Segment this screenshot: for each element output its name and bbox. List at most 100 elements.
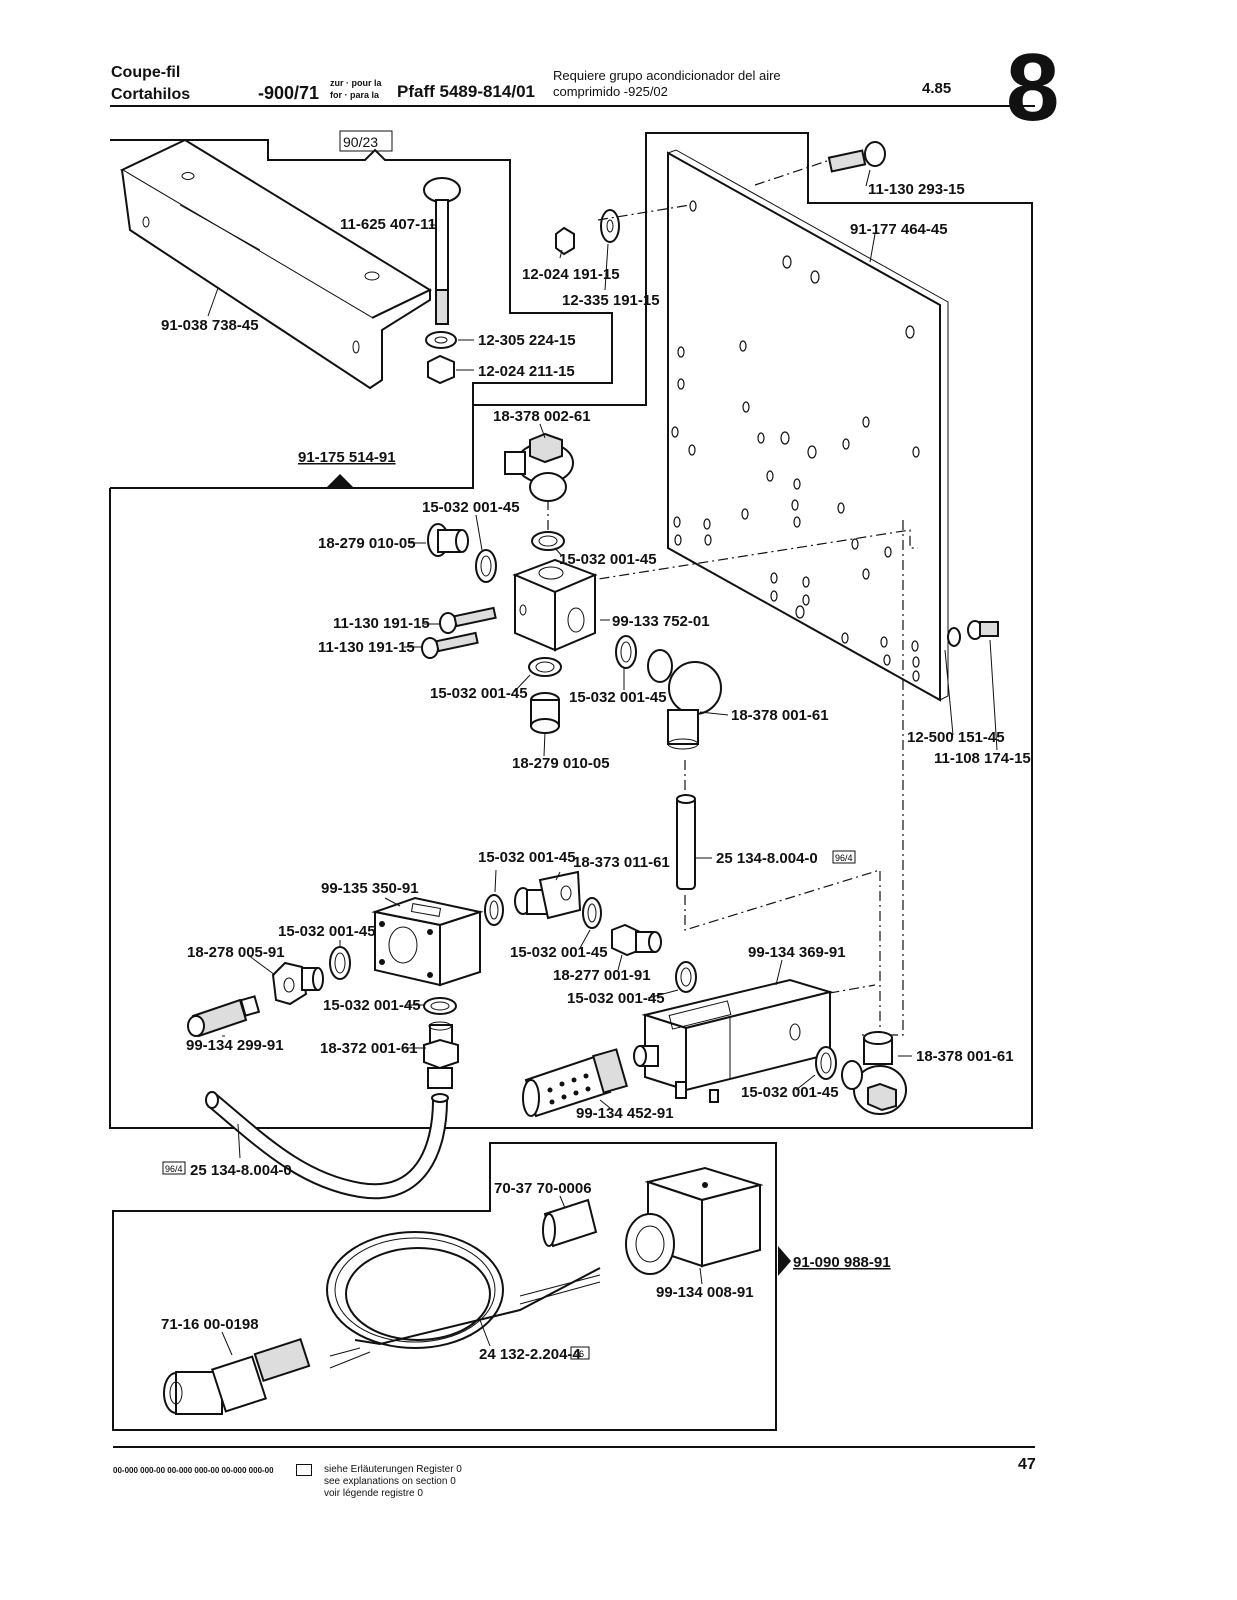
nipple-18-277 [611, 923, 662, 957]
elbow-fitting-top [504, 432, 574, 502]
plug-bottom [530, 692, 560, 734]
footer-codes: 00-000 000-00 00-000 000-00 00-000 000-0… [113, 1466, 274, 1475]
fitting-18-372 [423, 1021, 459, 1089]
label-15-032-f: 15-032 001-45 [278, 923, 376, 940]
o-ring-a [475, 549, 497, 583]
label-12-335-191: 12-335 191-15 [562, 292, 660, 309]
round-connector [163, 1338, 311, 1415]
note-line-1: Requiere grupo acondicionador del aire [553, 68, 781, 83]
ref-badge-96-4-b-text: 96/4 [165, 1164, 183, 1174]
ref-badge-96-4-a [832, 850, 856, 864]
label-99-135-350: 99-135 350-91 [321, 880, 419, 897]
cable-coil [326, 1231, 601, 1369]
label-99-133-752: 99-133 752-01 [612, 613, 710, 630]
label-91-038-738: 91-038 738-45 [161, 317, 259, 334]
mounting-plate [667, 149, 949, 702]
distribution-block [512, 558, 598, 652]
footer-box [296, 1464, 312, 1476]
o-ring-g [329, 946, 351, 980]
ref-box-90-23-text: 90/23 [343, 134, 378, 150]
label-24-132: 24 132-2.204-4 [479, 1346, 581, 1363]
label-18-378-001-a: 18-378 001-61 [731, 707, 829, 724]
model-number: -900/71 [258, 83, 320, 103]
o-ring-f [582, 897, 602, 929]
header-rule [110, 105, 1035, 107]
sleeve-70-37 [542, 1198, 598, 1248]
washer-12-500 [947, 627, 961, 647]
filter-housing [371, 896, 484, 987]
label-99-134-369: 99-134 369-91 [748, 944, 846, 961]
label-15-032-j: 15-032 001-45 [741, 1084, 839, 1101]
label-11-130-293: 11-130 293-15 [868, 181, 965, 198]
label-15-032-b: 15-032 001-45 [559, 551, 657, 568]
silencer-99-134-299 [187, 995, 261, 1038]
label-70-37-70: 70-37 70-0006 [494, 1180, 592, 1197]
ref-badge-96-4-b [162, 1161, 186, 1175]
footer-line-1: siehe Erläuterungen Register 0 [324, 1464, 462, 1475]
plug-top [427, 523, 469, 557]
label-15-032-a: 15-032 001-45 [422, 499, 520, 516]
label-11-130-191-b: 11-130 191-15 [318, 639, 415, 656]
washer-12-335 [600, 209, 620, 243]
label-12-500-151: 12-500 151-45 [907, 729, 1005, 746]
o-ring-b [531, 531, 565, 551]
fitting-18-373 [514, 870, 582, 920]
o-ring-e [484, 894, 504, 926]
frame-main [109, 132, 1033, 1129]
page-number: 47 [1018, 1456, 1036, 1473]
ref-badge-96-4-a-text: 96/4 [835, 853, 853, 863]
elbow-fitting-right [647, 649, 722, 750]
label-18-378-001-b: 18-378 001-61 [916, 1048, 1014, 1065]
frame-lower [112, 1142, 777, 1431]
ref-box-90-23 [339, 130, 393, 152]
label-18-277-001: 18-277 001-91 [553, 967, 651, 984]
label-15-032-e: 15-032 001-45 [478, 849, 576, 866]
label-11-108-174: 11-108 174-15 [934, 750, 1031, 767]
solenoid-connector [625, 1166, 764, 1275]
ref-pointer-91-175 [326, 474, 354, 488]
label-71-16-00: 71-16 00-0198 [161, 1316, 259, 1333]
screw-11-108 [967, 620, 999, 640]
title-fr: Coupe-fil [111, 64, 181, 81]
label-18-279-010-b: 18-279 010-05 [512, 755, 610, 772]
footer-rule [113, 1446, 1035, 1448]
label-15-032-g: 15-032 001-45 [510, 944, 608, 961]
title-es: Cortahilos [111, 86, 191, 103]
frame-top-left [110, 139, 613, 489]
screws-11-130-191 [421, 606, 497, 659]
ref-badge-96-text: 96 [574, 1349, 584, 1359]
label-18-372-001: 18-372 001-61 [320, 1040, 418, 1057]
screw-11-130-293 [827, 141, 886, 173]
label-15-032-c: 15-032 001-45 [430, 685, 528, 702]
nut-12-024-211 [427, 354, 455, 385]
note-line-2: comprimido -925/02 [553, 84, 668, 99]
o-ring-i [675, 961, 697, 993]
label-15-032-h: 15-032 001-45 [567, 990, 665, 1007]
angle-bracket [119, 138, 433, 390]
label-25-134-a: 25 134-8.004-0 [716, 850, 818, 867]
label-18-278-005: 18-278 005-91 [187, 944, 285, 961]
label-12-024-191: 12-024 191-15 [522, 266, 620, 283]
label-18-279-010-a: 18-279 010-05 [318, 535, 416, 552]
label-91-175-514: 91-175 514-91 [298, 449, 396, 466]
label-15-032-d: 15-032 001-45 [569, 689, 667, 706]
label-18-378-002: 18-378 002-61 [493, 408, 591, 425]
section-number: 8 [1006, 34, 1060, 141]
solenoid-valve [641, 978, 834, 1103]
for-label-de-fr: zur · pour la [330, 78, 382, 88]
tube-piece [676, 794, 696, 890]
carriage-bolt [423, 177, 461, 325]
elbow-fitting-bottom [841, 1031, 907, 1115]
label-99-134-299: 99-134 299-91 [186, 1037, 284, 1054]
label-12-305-224: 12-305 224-15 [478, 332, 576, 349]
o-ring-j [815, 1046, 837, 1080]
o-ring-h [423, 997, 457, 1015]
plug-18-278 [271, 961, 324, 1006]
nipple-valve-inlet [633, 1045, 659, 1067]
label-12-024-211: 12-024 211-15 [478, 363, 575, 380]
label-91-177-464: 91-177 464-45 [850, 221, 948, 238]
date: 4.85 [922, 80, 952, 97]
label-18-373-011: 18-373 011-61 [573, 854, 670, 871]
label-11-625-407: 11-625 407-11 [340, 216, 436, 233]
